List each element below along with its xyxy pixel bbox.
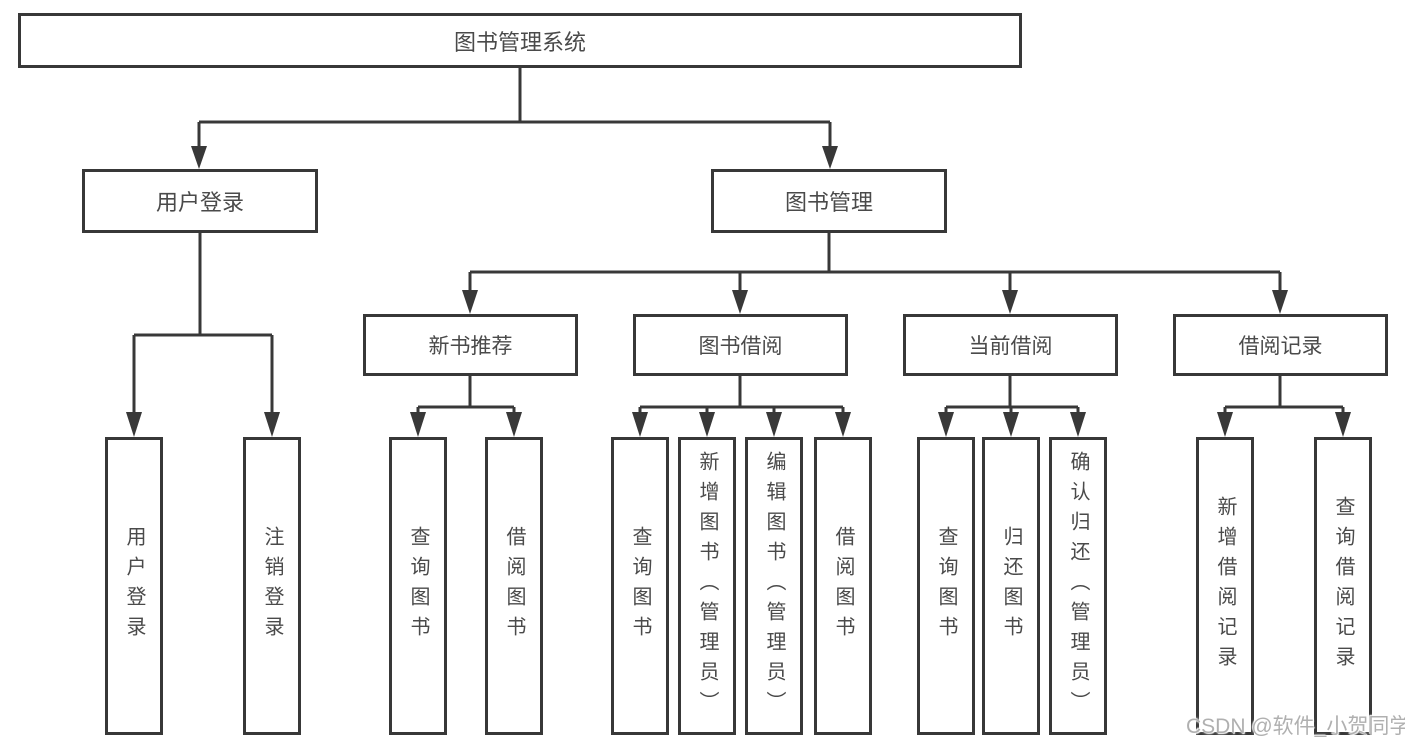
root-node-library-system: 图书管理系统	[18, 13, 1022, 68]
edge-user-login-to-leaves	[126, 233, 280, 437]
arrowhead	[766, 412, 782, 437]
arrowhead	[126, 412, 142, 437]
arrowhead	[1002, 290, 1018, 314]
leaf-node-confirm-return-admin: 确认归还（管理员）	[1049, 437, 1107, 735]
arrowhead	[410, 412, 426, 437]
arrowhead	[835, 412, 851, 437]
leaf-node-query-books-recommend: 查询图书	[389, 437, 447, 735]
arrowhead	[1003, 412, 1019, 437]
edge-root-to-branches	[191, 67, 838, 169]
leaf-node-query-books-borrow: 查询图书	[611, 437, 669, 735]
section-node-new-book-recommend: 新书推荐	[363, 314, 578, 376]
arrowhead	[264, 412, 280, 437]
leaf-node-user-login: 用户登录	[105, 437, 163, 735]
arrowhead	[1335, 412, 1351, 437]
section-node-current-borrow: 当前借阅	[903, 314, 1118, 376]
edge-book-mgmt-to-sections	[462, 233, 1288, 314]
edge-records-to-leaves	[1217, 376, 1351, 437]
arrowhead	[506, 412, 522, 437]
leaf-node-query-books-current: 查询图书	[917, 437, 975, 735]
branch-node-user-login: 用户登录	[82, 169, 318, 233]
arrowhead	[1272, 290, 1288, 314]
branch-node-book-management: 图书管理	[711, 169, 947, 233]
leaf-node-return-books: 归还图书	[982, 437, 1040, 735]
csdn-watermark: CSDN @软件_小贺同学	[1186, 715, 1405, 738]
edge-new-book-to-leaves	[410, 376, 522, 437]
arrowhead	[822, 146, 838, 169]
section-node-book-borrow: 图书借阅	[633, 314, 848, 376]
arrowhead	[462, 290, 478, 314]
leaf-node-borrow-books: 借阅图书	[814, 437, 872, 735]
arrowhead	[732, 290, 748, 314]
leaf-node-add-borrow-record: 新增借阅记录	[1196, 437, 1254, 735]
arrowhead	[1070, 412, 1086, 437]
leaf-node-borrow-books-recommend: 借阅图书	[485, 437, 543, 735]
arrowhead	[191, 146, 207, 169]
leaf-node-query-borrow-record: 查询借阅记录	[1314, 437, 1372, 735]
arrowhead	[938, 412, 954, 437]
arrowhead	[699, 412, 715, 437]
leaf-node-logout: 注销登录	[243, 437, 301, 735]
edge-book-borrow-to-leaves	[632, 376, 851, 437]
leaf-node-edit-books-admin: 编辑图书（管理员）	[745, 437, 803, 735]
arrowhead	[632, 412, 648, 437]
arrowhead	[1217, 412, 1233, 437]
edge-current-borrow-to-leaves	[938, 376, 1086, 437]
section-node-borrow-records: 借阅记录	[1173, 314, 1388, 376]
leaf-node-add-books-admin: 新增图书（管理员）	[678, 437, 736, 735]
